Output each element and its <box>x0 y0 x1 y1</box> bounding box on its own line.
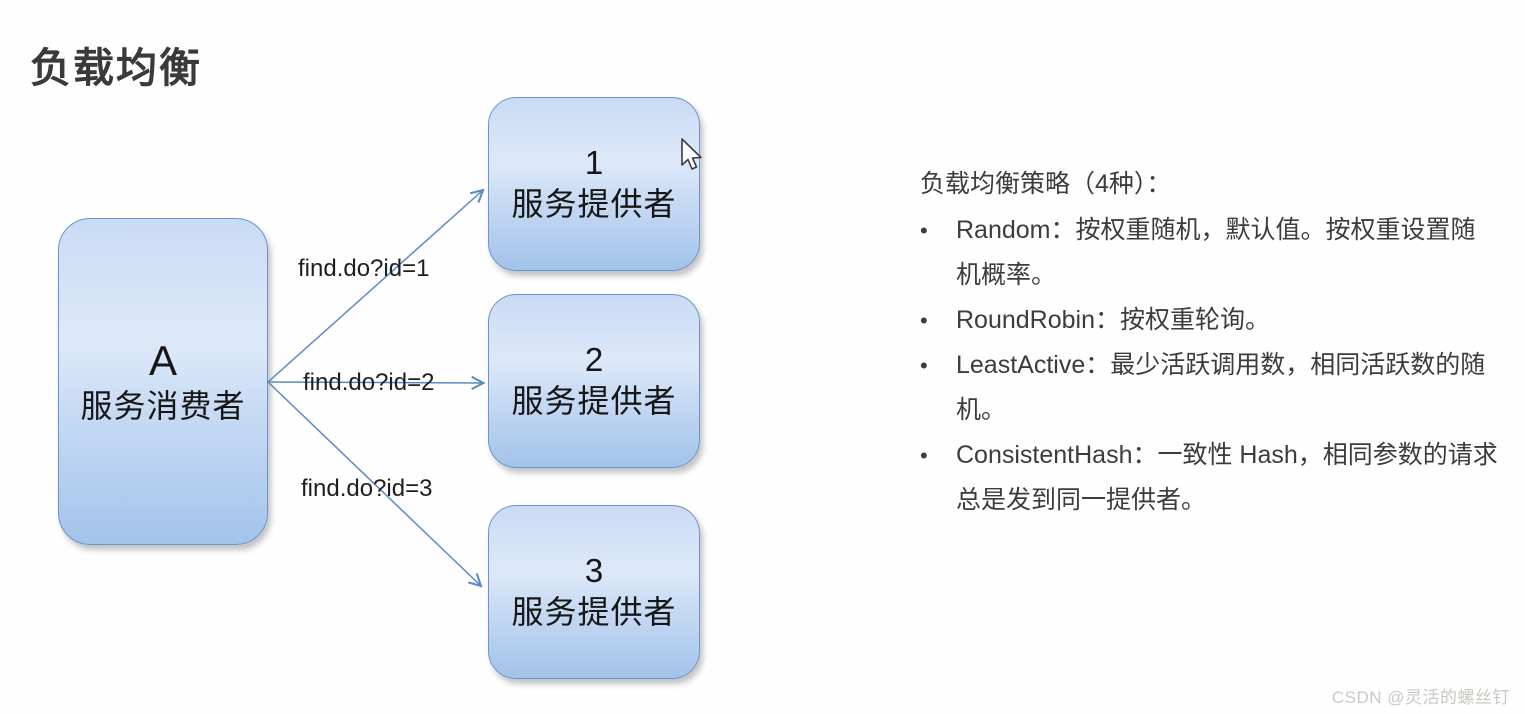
provider-node-1: 1 服务提供者 <box>488 97 700 271</box>
bullet-text: Random：按权重随机，默认值。按权重设置随 机概率。 <box>956 208 1525 298</box>
strategy-panel: 负载均衡策略（4种）： • Random：按权重随机，默认值。按权重设置随 机概… <box>920 162 1525 523</box>
provider-node-number: 2 <box>584 341 604 378</box>
bullet-text: ConsistentHash：一致性 Hash，相同参数的请求 总是发到同一提供… <box>956 433 1525 523</box>
bullet-dot: • <box>920 308 928 333</box>
bullet-text: RoundRobin：按权重轮询。 <box>956 298 1525 343</box>
bullet-line: 总是发到同一提供者。 <box>956 486 1207 514</box>
page-title: 负载均衡 <box>30 45 202 91</box>
strategy-heading: 负载均衡策略（4种）： <box>920 170 1172 198</box>
bullet-dot: • <box>920 218 928 243</box>
provider-node-2: 2 服务提供者 <box>488 294 700 468</box>
bullet-item-random: • Random：按权重随机，默认值。按权重设置随 机概率。 <box>920 208 1525 298</box>
bullet-line: RoundRobin：按权重轮询。 <box>956 306 1270 334</box>
bullet-text: LeastActive：最少活跃调用数，相同活跃数的随 机。 <box>956 343 1525 433</box>
consumer-node-letter: A <box>148 336 177 384</box>
arrow-label-2: find.do?id=2 <box>303 369 435 396</box>
bullet-line: Random：按权重随机，默认值。按权重设置随 <box>956 216 1476 244</box>
bullet-dot: • <box>920 443 928 468</box>
provider-node-label: 服务提供者 <box>511 383 677 419</box>
bullet-item-consistenthash: • ConsistentHash：一致性 Hash，相同参数的请求 总是发到同一… <box>920 433 1525 523</box>
bullet-line: ConsistentHash：一致性 Hash，相同参数的请求 <box>956 441 1498 469</box>
csdn-watermark: CSDN @灵活的螺丝钉 <box>1331 688 1510 707</box>
consumer-node: A 服务消费者 <box>58 218 268 545</box>
bullet-line: LeastActive：最少活跃调用数，相同活跃数的随 <box>956 351 1486 379</box>
arrow-label-1: find.do?id=1 <box>298 255 430 282</box>
arrow-to-provider-1 <box>267 188 485 383</box>
provider-node-number: 3 <box>584 552 604 589</box>
bullet-dot: • <box>920 353 928 378</box>
bullet-item-roundrobin: • RoundRobin：按权重轮询。 <box>920 298 1525 343</box>
provider-node-3: 3 服务提供者 <box>488 505 700 679</box>
bullet-line: 机。 <box>956 396 1007 424</box>
bullet-line: 机概率。 <box>956 261 1057 289</box>
provider-node-label: 服务提供者 <box>511 594 677 630</box>
arrow-label-3: find.do?id=3 <box>301 475 433 502</box>
bullet-item-leastactive: • LeastActive：最少活跃调用数，相同活跃数的随 机。 <box>920 343 1525 433</box>
consumer-node-label: 服务消费者 <box>80 387 246 424</box>
provider-node-label: 服务提供者 <box>511 186 677 222</box>
provider-node-number: 1 <box>584 144 604 181</box>
